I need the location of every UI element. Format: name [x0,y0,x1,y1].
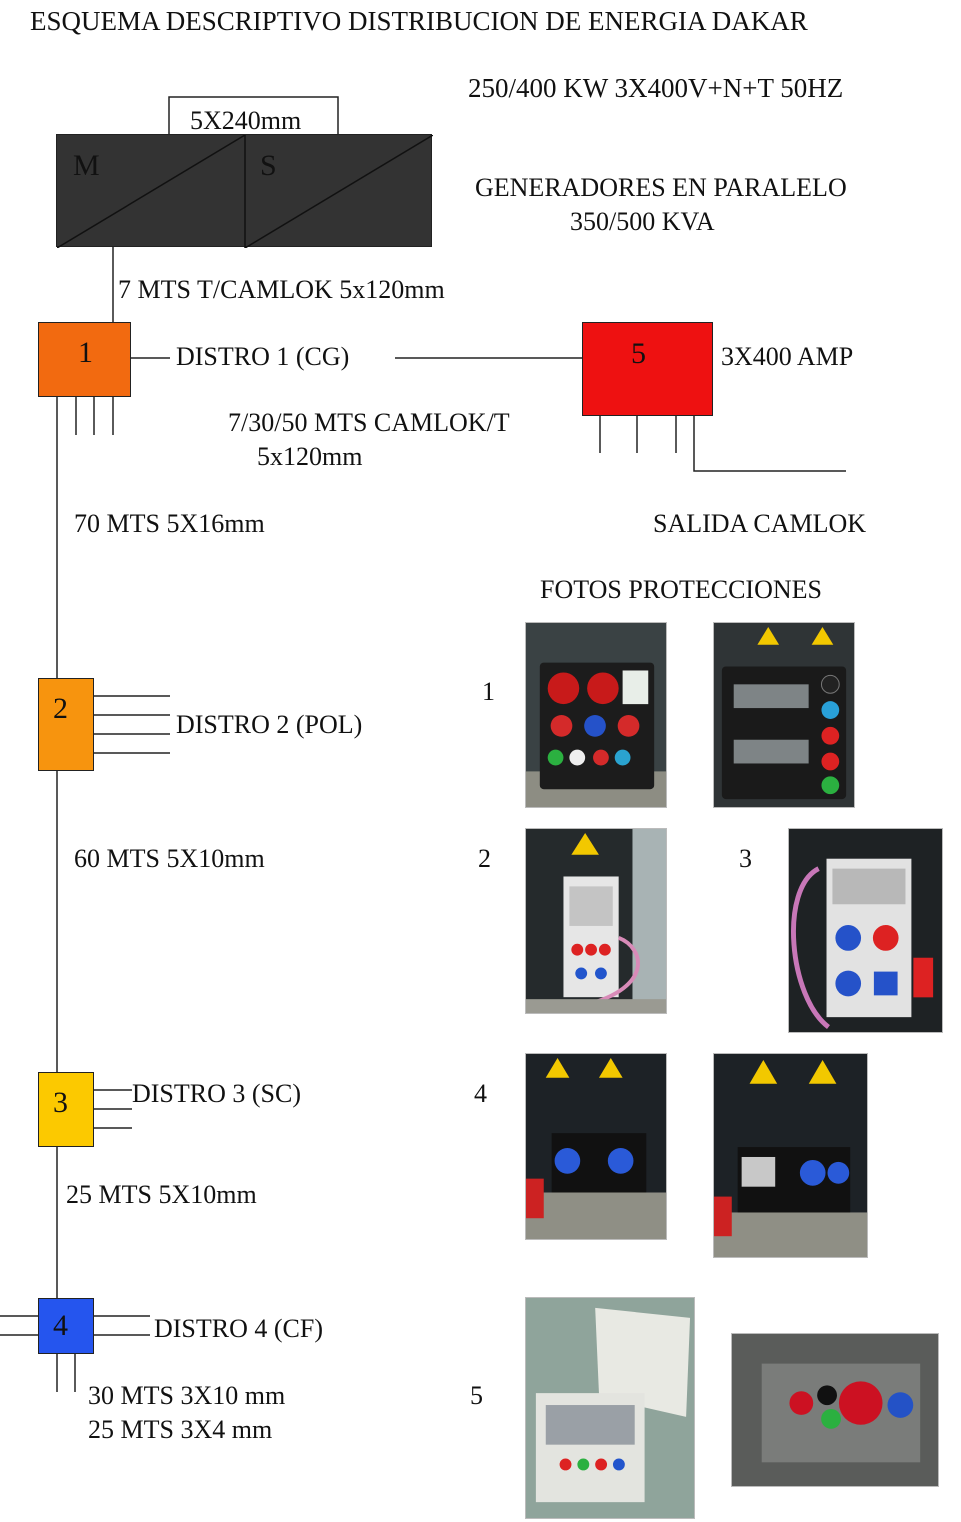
cable-d3-d4-label: 25 MTS 5X10mm [66,1180,257,1209]
salida-label: SALIDA CAMLOK [653,509,867,538]
photo-label-5: 5 [470,1381,483,1410]
generators-capacity: 350/500 KVA [570,207,715,236]
photo-distro5-a [525,1297,695,1519]
photo-label-1: 1 [482,677,495,706]
photo-distro2 [525,828,667,1014]
distro2-box: 2 [38,678,94,771]
distro3-label: DISTRO 3 (SC) [132,1079,302,1108]
photo-distro4-a [525,1053,667,1240]
distro1-label: DISTRO 1 (CG) [176,342,350,371]
cable-d1-d2-label: 70 MTS 5X16mm [74,509,265,538]
distro1-box: 1 [38,322,131,397]
generator-slave-label: S [260,149,277,182]
cable-d4-out-label-1: 30 MTS 3X10 mm [88,1381,286,1410]
distro1-number: 1 [78,336,93,369]
photo-distro3 [788,828,943,1033]
power-spec: 250/400 KW 3X400V+N+T 50HZ [468,73,844,103]
photo-distro1-a [525,622,667,808]
distro5-box: 5 [582,322,713,416]
distro3-box: 3 [38,1072,94,1147]
photos-heading: FOTOS PROTECCIONES [540,575,822,604]
distro3-number: 3 [53,1086,68,1119]
generator-link-label: 5X240mm [190,106,302,135]
distro2-number: 2 [53,692,68,725]
photo-distro1-b [713,622,855,808]
distro4-number: 4 [53,1309,68,1342]
cable-d1-d5-label: 7/30/50 MTS CAMLOK/T [228,408,510,437]
generator-link-cable [168,96,339,134]
photo-distro4-b [713,1053,868,1258]
generator-master-label: M [73,149,100,182]
photo-label-3: 3 [739,844,752,873]
photo-distro5-b [731,1333,939,1487]
cable-d4-out-label-2: 25 MTS 3X4 mm [88,1415,273,1444]
distro4-box: 4 [38,1298,94,1354]
cable-d1-d5-section: 5x120mm [257,442,363,471]
cable-d2-d3-label: 60 MTS 5X10mm [74,844,265,873]
generators-label: GENERADORES EN PARALELO [475,173,847,202]
photo-label-2: 2 [478,844,491,873]
photo-label-4: 4 [474,1079,487,1108]
page-title: ESQUEMA DESCRIPTIVO DISTRIBUCION DE ENER… [30,6,808,36]
distro4-label: DISTRO 4 (CF) [154,1314,324,1343]
generators-block: M S [56,134,433,248]
distro2-label: DISTRO 2 (POL) [176,710,363,739]
distro5-number: 5 [631,337,646,370]
cable-gen-label: 7 MTS T/CAMLOK 5x120mm [118,275,445,304]
distro5-label: 3X400 AMP [721,342,854,371]
generator-diagonals [57,135,433,248]
